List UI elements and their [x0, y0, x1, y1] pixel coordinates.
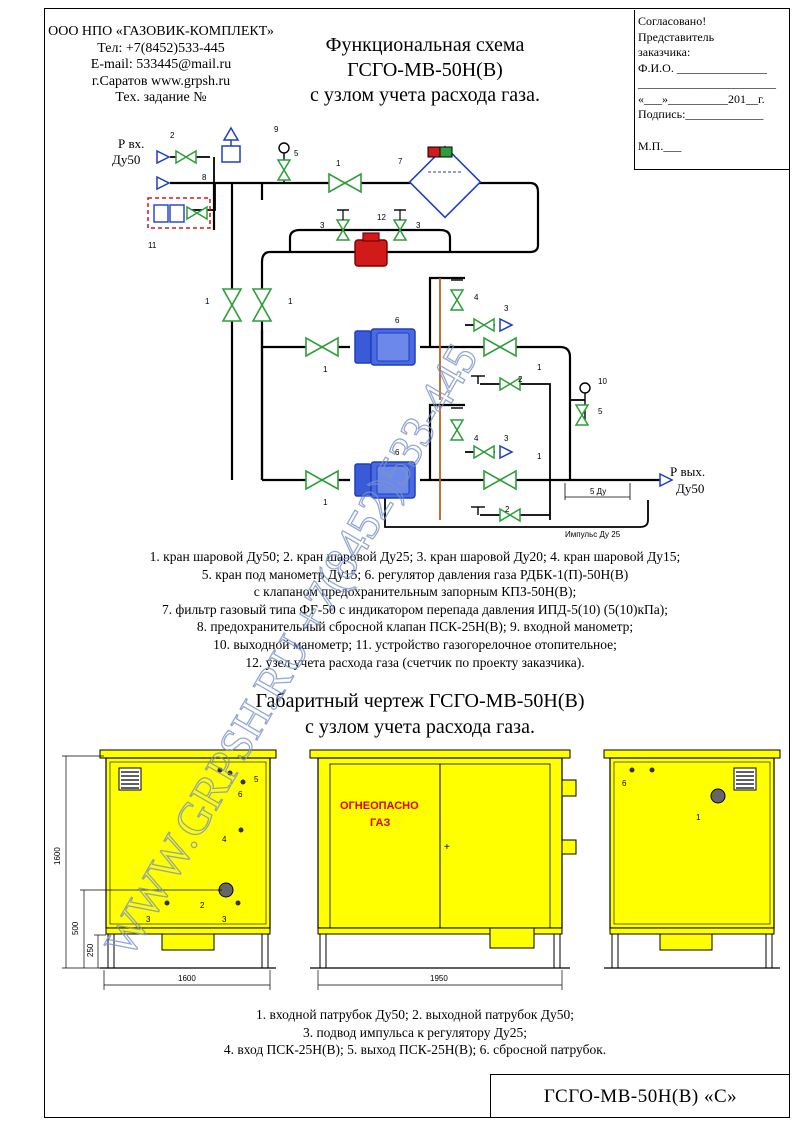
part-label-3a: 3 — [146, 915, 151, 924]
cabinet-left-view: 1600 500 250 1600 5 6 4 2 3 3 — [53, 749, 277, 990]
page-title: Функциональная схема ГСГО-МВ-50Н(В) с уз… — [280, 33, 570, 108]
label-2c: 2 — [505, 505, 510, 514]
part-label-6: 6 — [238, 790, 243, 799]
dim-5du: 5 Ду — [590, 487, 606, 496]
legend-line: 7. фильтр газовый типа ФГ-50 с индикатор… — [161, 601, 669, 617]
part-label-2: 2 — [200, 901, 205, 910]
label-3b: 3 — [416, 221, 421, 230]
dim-h1600: 1600 — [53, 847, 62, 865]
label-1g: 1 — [323, 498, 328, 507]
dim-h500: 500 — [71, 921, 80, 935]
company-phone: Тел: +7(8452)533-445 — [97, 40, 225, 56]
warning-line2: ГАЗ — [370, 817, 390, 829]
label-1f: 1 — [537, 452, 542, 461]
part-label-4: 4 — [222, 835, 227, 844]
part-label-5: 5 — [254, 775, 259, 784]
impulse-label: Импульс Ду 25 — [565, 530, 621, 539]
outlet-dn: Ду50 — [676, 481, 704, 496]
company-name: ООО НПО «ГАЗОВИК-КОМПЛЕКТ» — [48, 24, 274, 39]
label-8: 8 — [202, 173, 207, 182]
label-4a: 4 — [474, 293, 479, 302]
approval-line3: заказчика: — [638, 45, 691, 59]
approval-line2: Представитель — [638, 29, 715, 44]
inlet-label: Р вх. — [118, 136, 144, 151]
label-1a: 1 — [336, 159, 341, 168]
approval-name-field: Ф.И.О. _______________ — [638, 60, 767, 75]
dimension-title-line1: Габаритный чертеж ГСГО-МВ-50Н(В) — [255, 690, 585, 712]
approval-box: Согласовано! Представитель заказчика: Ф.… — [634, 10, 790, 170]
label-7: 7 — [398, 157, 403, 166]
label-6b: 6 — [395, 448, 400, 457]
company-email: E-mail: 533445@mail.ru — [90, 57, 232, 72]
company-spec: Тех. задание № — [115, 90, 207, 105]
filter-7 — [408, 145, 482, 219]
label-11: 11 — [148, 241, 157, 250]
legend2-line: 4. вход ПСК-25Н(В); 5. выход ПСК-25Н(В);… — [223, 1042, 607, 1058]
part-label-6r: 6 — [622, 779, 627, 788]
label-9: 9 — [274, 125, 279, 134]
label-6a: 6 — [395, 316, 400, 325]
label-1e: 1 — [537, 363, 542, 372]
company-city-site: г.Саратов www.grpsh.ru — [91, 73, 231, 89]
title-line2: ГСГО-МВ-50Н(В) — [347, 59, 503, 81]
label-10: 10 — [598, 377, 607, 386]
approval-line1: Согласовано! — [638, 14, 707, 28]
title-line3: с узлом учета расхода газа. — [310, 84, 540, 106]
approval-seal: М.П.___ — [638, 138, 682, 153]
label-3d: 3 — [504, 434, 509, 443]
label-1d: 1 — [323, 365, 328, 374]
warning-line1: ОГНЕОПАСНО — [340, 800, 419, 812]
outlet-label: Р вых. — [670, 464, 705, 479]
label-1c: 1 — [288, 297, 293, 306]
dimension-title: Габаритный чертеж ГСГО-МВ-50Н(В) с узлом… — [160, 688, 680, 740]
dimension-legend: 1. входной патрубок Ду50; 2. выходной па… — [120, 1006, 710, 1059]
label-2b: 2 — [518, 375, 523, 384]
label-12: 12 — [377, 213, 386, 222]
legend2-line: 1. входной патрубок Ду50; 2. выходной па… — [256, 1007, 574, 1022]
label-3c: 3 — [504, 304, 509, 313]
dim-h250: 250 — [86, 943, 95, 957]
functional-schema: 2 9 5 1 7 8 11 3 12 3 1 1 6 4 3 1 1 2 10… — [112, 125, 705, 539]
company-block: ООО НПО «ГАЗОВИК-КОМПЛЕКТ» Тел: +7(8452)… — [46, 24, 276, 107]
label-4b: 4 — [474, 434, 479, 443]
dimension-drawing: 1600 500 250 1600 5 6 4 2 3 3 ОГНЕОПАСНО… — [53, 749, 781, 990]
label-3a: 3 — [320, 221, 325, 230]
legend-line: 1. кран шаровой Ду50; 2. кран шаровой Ду… — [149, 549, 681, 564]
cabinet-front-view: ОГНЕОПАСНО ГАЗ + 1950 — [309, 749, 577, 990]
legend-line: с клапаном предохранительным запорным КП… — [253, 584, 577, 600]
label-5b: 5 — [598, 407, 603, 416]
approval-blank-line: _______________________ — [638, 76, 776, 90]
legend: 1. кран шаровой Ду50; 2. кран шаровой Ду… — [60, 548, 770, 671]
label-2a: 2 — [170, 131, 175, 140]
legend-line: 12. узел учета расхода газа (счетчик по … — [245, 654, 585, 670]
title-line1: Функциональная схема — [325, 34, 525, 56]
legend-line: 8. предохранительный сбросной клапан ПСК… — [196, 619, 634, 635]
part-label-1r: 1 — [696, 813, 701, 822]
door-handle: + — [444, 842, 450, 853]
label-1b: 1 — [205, 297, 210, 306]
dimension-title-line2: с узлом учета расхода газа. — [305, 716, 535, 738]
approval-date-field: «___»__________201__г. — [638, 91, 765, 106]
cabinet-right-view: 6 1 — [603, 749, 781, 969]
approval-sign-field: Подпись:_____________ — [638, 107, 764, 121]
dim-w1950: 1950 — [430, 974, 448, 983]
title-stamp: ГСГО-МВ-50Н(В) «С» — [490, 1074, 790, 1118]
label-5a: 5 — [294, 149, 299, 158]
dim-w1600: 1600 — [178, 974, 196, 983]
legend2-line: 3. подвод импульса к регулятору Ду25; — [302, 1024, 528, 1040]
legend-line: 10. выходной манометр; 11. устройство га… — [213, 636, 617, 652]
drawing-frame — [44, 8, 790, 1118]
part-label-3b: 3 — [222, 915, 227, 924]
inlet-dn: Ду50 — [112, 152, 140, 167]
legend-line: 5. кран под манометр Ду15; 6. регулятор … — [201, 566, 629, 582]
